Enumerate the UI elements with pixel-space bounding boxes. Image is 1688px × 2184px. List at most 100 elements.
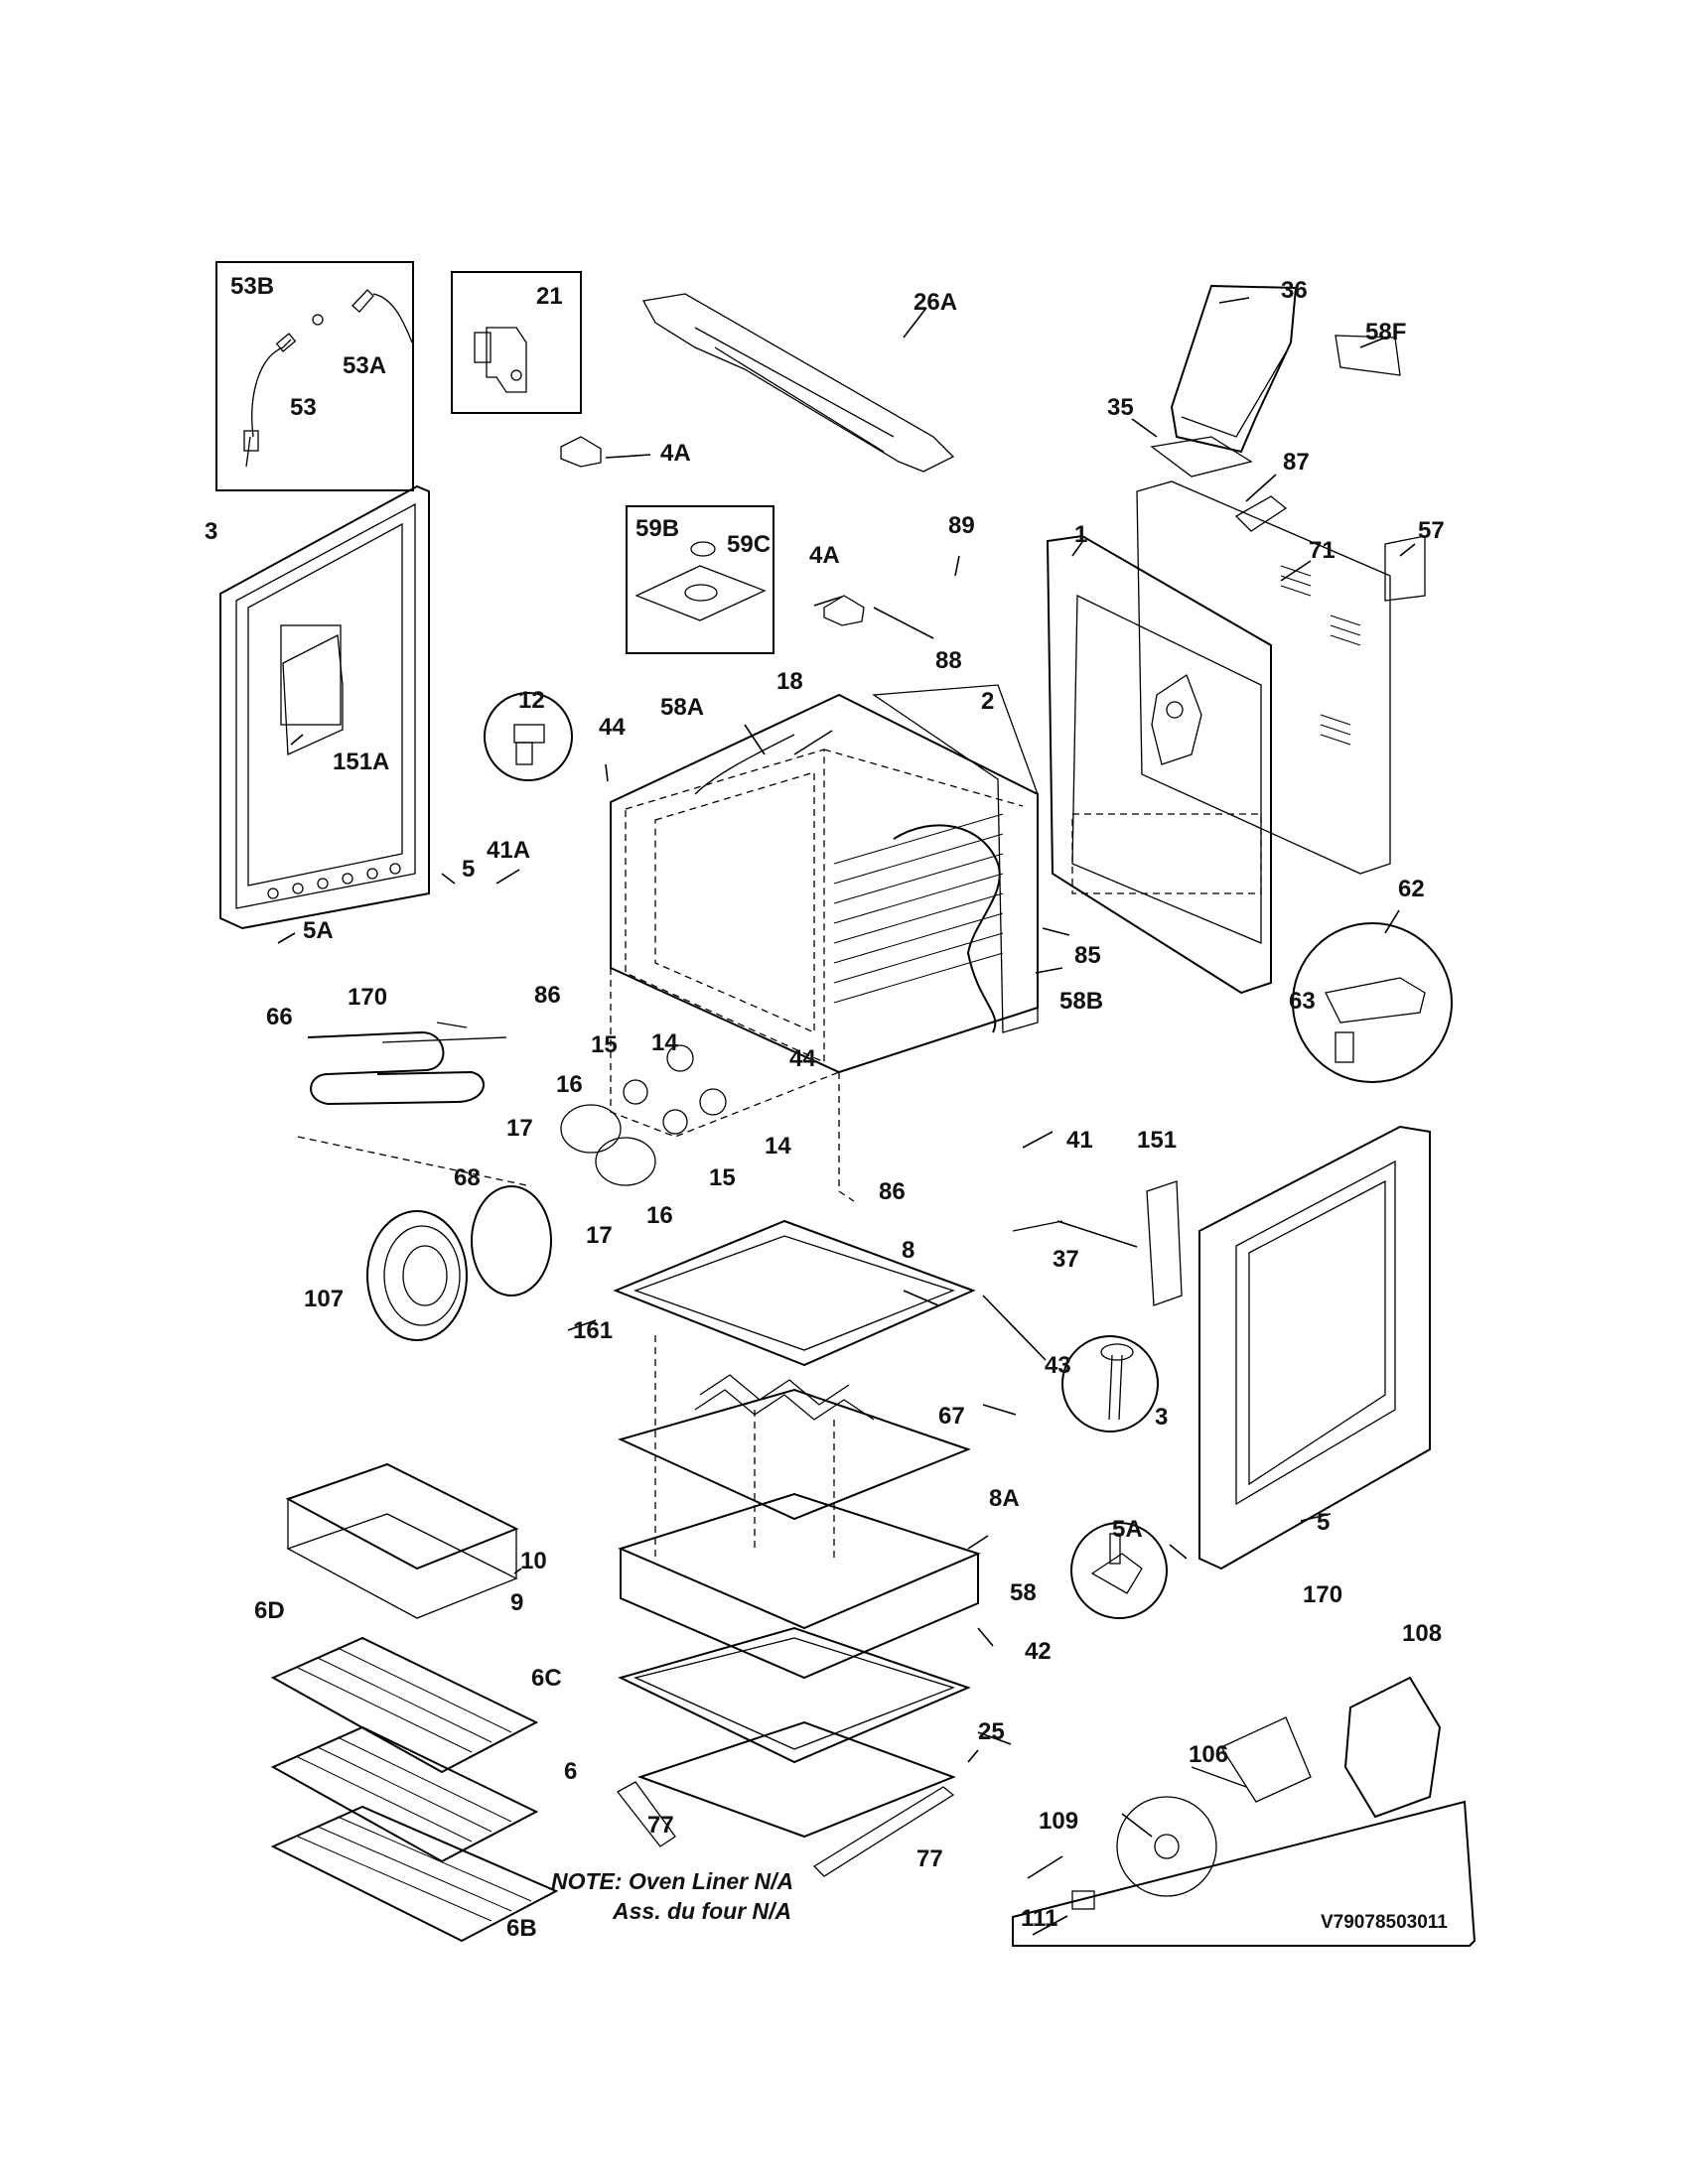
bracket-151 (1146, 1180, 1183, 1306)
back-panel-71 (1136, 480, 1391, 875)
label-5A-right: 5A (1112, 1516, 1143, 1543)
label-108: 108 (1402, 1620, 1442, 1647)
bracket-26A (641, 293, 955, 473)
label-44-top: 44 (599, 714, 626, 741)
diagram-code: V79078503011 (1321, 1912, 1448, 1933)
side-panel-3-right (1198, 1125, 1431, 1570)
label-4A-top: 4A (660, 440, 691, 467)
label-17-top: 17 (506, 1115, 533, 1142)
inset-box-probe (215, 261, 414, 491)
label-43: 43 (1045, 1352, 1071, 1379)
side-panel-3-left (219, 484, 430, 930)
leader-lines (277, 297, 1416, 1936)
label-1: 1 (1074, 521, 1087, 548)
inset-box-59 (626, 505, 774, 654)
label-111: 111 (1021, 1905, 1057, 1932)
probe-37 (1012, 1220, 1063, 1232)
inset-box-convection (1012, 1800, 1477, 1947)
label-170-left: 170 (348, 984, 387, 1011)
label-161: 161 (573, 1317, 613, 1344)
label-5A-left: 5A (303, 917, 334, 944)
note-line-2: Ass. du four N/A (612, 1898, 791, 1924)
cover-57 (1384, 535, 1426, 602)
frame-8A (618, 1388, 971, 1521)
label-68: 68 (454, 1164, 481, 1191)
label-59C: 59C (727, 531, 771, 558)
gasket-35 (1150, 436, 1253, 478)
inset-circle-5A-right (1070, 1522, 1168, 1619)
label-16-top: 16 (556, 1071, 583, 1098)
label-59B: 59B (635, 515, 679, 542)
label-107: 107 (304, 1286, 344, 1312)
label-14-bot: 14 (765, 1133, 791, 1160)
clip-4A-mid (823, 595, 865, 626)
label-57: 57 (1418, 517, 1445, 544)
label-25: 25 (978, 1718, 1005, 1745)
label-2: 2 (981, 688, 994, 715)
label-109: 109 (1039, 1808, 1078, 1835)
label-58B: 58B (1059, 988, 1103, 1015)
label-16-bot: 16 (646, 1202, 673, 1229)
oven-racks-6 (270, 1636, 559, 1943)
label-71: 71 (1309, 537, 1336, 564)
label-77-right: 77 (916, 1845, 943, 1872)
clip-4A-top (560, 436, 602, 468)
label-6: 6 (564, 1758, 577, 1785)
label-170-right: 170 (1303, 1581, 1342, 1608)
back-panel-1 (1046, 534, 1272, 995)
plate-87 (1234, 495, 1288, 532)
label-77-left: 77 (647, 1812, 674, 1839)
label-151A: 151A (333, 749, 389, 775)
label-151: 151 (1137, 1127, 1177, 1154)
label-3-left: 3 (205, 518, 217, 545)
insulation-58B (872, 684, 1039, 1033)
oven-cavity (610, 693, 1039, 1202)
rail-77-right (812, 1786, 955, 1877)
label-86-right: 86 (879, 1178, 906, 1205)
label-106: 106 (1189, 1741, 1228, 1768)
label-9: 9 (510, 1589, 523, 1616)
panel-25 (636, 1720, 956, 1839)
broiler-pan-10-9 (285, 1462, 519, 1619)
label-58F: 58F (1365, 319, 1406, 345)
convection-assembly (1071, 1676, 1442, 1910)
label-26A: 26A (914, 289, 957, 316)
assembly-guides (654, 1335, 835, 1559)
panel-58F (1335, 335, 1401, 376)
bake-element-66 (307, 1022, 507, 1106)
note-line-1: NOTE: Oven Liner N/A (551, 1868, 793, 1894)
part-labels: 53B 53A 53 21 26A 4A 4A 36 58F 35 87 57 … (205, 273, 1445, 1942)
vent-36 (1170, 284, 1298, 454)
label-58: 58 (1010, 1579, 1037, 1606)
label-67: 67 (938, 1403, 965, 1430)
inset-circle-62 (1292, 922, 1453, 1083)
label-15-top: 15 (591, 1031, 618, 1058)
label-14-top: 14 (651, 1029, 678, 1056)
label-42: 42 (1025, 1638, 1052, 1665)
label-89: 89 (948, 512, 975, 539)
label-3-right: 3 (1155, 1404, 1168, 1431)
label-58A: 58A (660, 694, 704, 721)
label-35: 35 (1107, 394, 1134, 421)
inset-circle-43 (1061, 1335, 1159, 1433)
label-17-bot: 17 (586, 1222, 613, 1249)
label-88: 88 (935, 647, 962, 674)
label-6B: 6B (506, 1915, 537, 1942)
label-66: 66 (266, 1004, 293, 1030)
label-4A-mid: 4A (809, 542, 840, 569)
bottom-panel-8 (613, 1219, 976, 1367)
rail-77-left (617, 1781, 676, 1847)
label-62: 62 (1398, 876, 1425, 902)
label-5-left: 5 (462, 856, 475, 883)
inset-circle-12 (484, 692, 573, 781)
label-8: 8 (902, 1237, 914, 1264)
label-53B: 53B (230, 273, 274, 300)
insulation-58 (618, 1492, 981, 1680)
leader-68 (297, 1136, 532, 1187)
label-8A: 8A (989, 1485, 1020, 1512)
label-5-right: 5 (1317, 1509, 1330, 1536)
label-87: 87 (1283, 449, 1310, 476)
inset-box-part21 (451, 271, 582, 414)
label-63: 63 (1289, 988, 1316, 1015)
